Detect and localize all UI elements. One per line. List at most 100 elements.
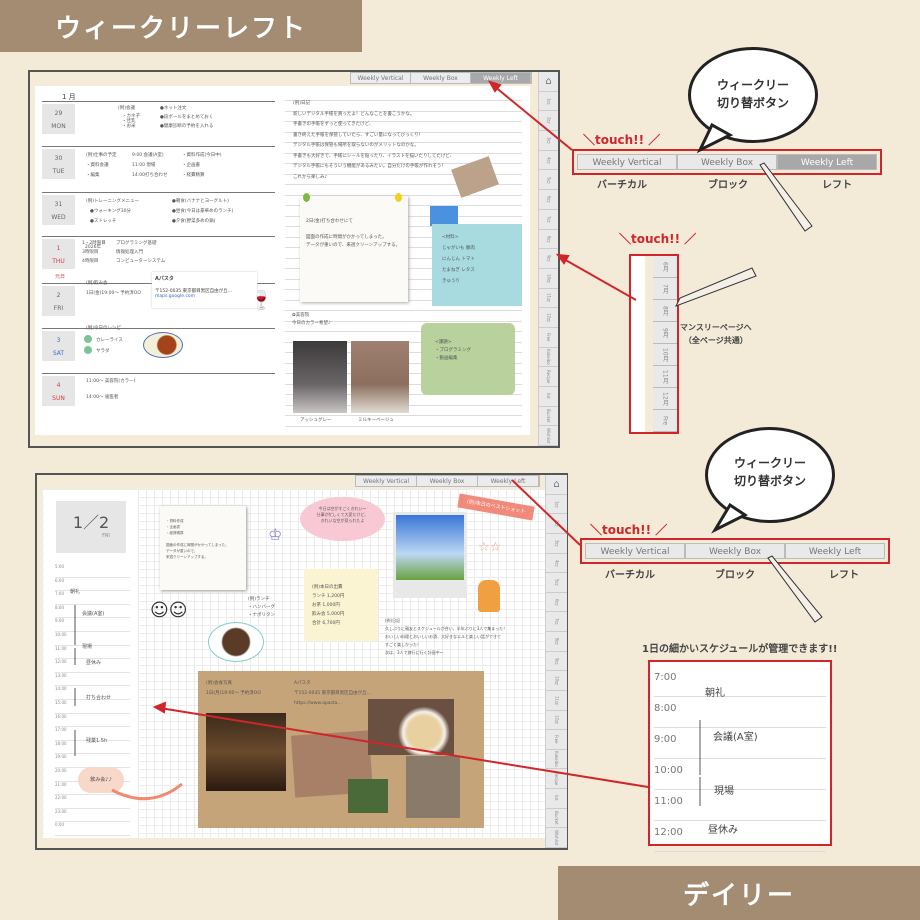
side-tab[interactable]: Recipe (539, 367, 558, 387)
side-tab[interactable]: Bucket (546, 809, 567, 829)
pencil-icon (674, 267, 757, 307)
side-tab[interactable]: 1月 (546, 495, 567, 515)
side-tab[interactable]: 11月 (539, 289, 558, 309)
day-entry: ●ウォーキング30分 (90, 209, 132, 214)
side-tab[interactable]: 7月 (546, 612, 567, 632)
zoom-time-slot: 12:00 (654, 821, 826, 852)
day-entry: ●ストレッチ (90, 219, 117, 224)
time-slot: 13:00 (55, 673, 130, 687)
tab-weekly-left[interactable]: Weekly Left (471, 73, 531, 83)
day-entry: 3時限目 (82, 250, 99, 255)
home-icon[interactable]: ⌂ (539, 72, 558, 92)
ruled-line (285, 173, 522, 175)
diary-line: 書き終えた手帳を保管していたら、すごい量になってびっくり！ (293, 132, 424, 138)
tab-weekly-vertical[interactable]: Weekly Vertical (351, 73, 411, 83)
side-tab[interactable]: 6月 (546, 593, 567, 613)
side-tab[interactable]: 7月 (539, 210, 558, 230)
side-tab[interactable]: 9月 (539, 249, 558, 269)
shopping-item: じゃがいも 豚肉 (442, 246, 475, 251)
time-slot: 7:00 (55, 591, 130, 605)
side-tab[interactable]: Recipe (546, 769, 567, 789)
tab-weekly-vertical[interactable]: Weekly Vertical (356, 476, 417, 486)
time-slot: 22:00 (55, 795, 130, 809)
side-tab[interactable]: list (546, 789, 567, 809)
side-tab[interactable]: Free (539, 328, 558, 348)
map-link[interactable]: maps.google.com (155, 294, 196, 299)
side-tab[interactable]: list (539, 387, 558, 407)
side-tab[interactable]: Bucket (539, 407, 558, 427)
side-tab[interactable]: Wishlist (539, 426, 558, 447)
ruled-line (285, 184, 522, 185)
label-left: レフト (822, 180, 852, 191)
side-tab[interactable]: 8月 (546, 632, 567, 652)
day-of-week: FRI (53, 305, 64, 312)
side-tab[interactable]: 3月 (546, 534, 567, 554)
side-tab[interactable]: 10月 (546, 671, 567, 691)
side-tab[interactable]: 11月 (546, 691, 567, 711)
day-entry: (例)会議 (118, 106, 136, 111)
side-tab[interactable]: 10月 (539, 269, 558, 289)
side-tab[interactable]: 3月 (539, 131, 558, 151)
diary-line: デジタル手帳にもそういう機能があるみたい。自分だけの手帳が作れそう！ (293, 164, 446, 169)
tab-weekly-box[interactable]: Weekly Box (417, 476, 478, 486)
day-entry: ・カネ子 (122, 114, 140, 119)
schedule-event: 会議(A室) (82, 611, 105, 617)
side-tab[interactable]: Free (546, 730, 567, 750)
board-text-2: Aパスタ 〒152-0035 東京都目黒区自由が丘… https://www.a… (294, 681, 372, 706)
photographer-illustration (478, 580, 500, 612)
zoom-event-lunch: 昼休み (708, 825, 738, 836)
ruled-line (285, 310, 522, 311)
hair-caption-2: ミルキーベージュ (358, 418, 394, 423)
side-tab[interactable]: 12月 (539, 308, 558, 328)
time-slot: 15:00 (55, 700, 130, 714)
hamburg-image (208, 622, 264, 662)
day-entry: 11:00 現場 (132, 163, 156, 168)
side-tab[interactable]: 5月 (546, 573, 567, 593)
side-tab[interactable]: Kakeibo (539, 348, 558, 368)
zoom-tab-box: Weekly Box (685, 543, 785, 559)
month-tab: 8月 (653, 300, 677, 322)
time-slot: 0:00 (55, 822, 130, 836)
side-tab[interactable]: 5月 (539, 170, 558, 191)
lunch-note: (例)ランチ ・ハンバーグ ・ナポリタン (248, 597, 275, 618)
shopping-item: きゅうり (442, 279, 460, 284)
side-tab[interactable]: Kakeibo (546, 750, 567, 770)
zoom-event-chorei: 朝礼 (705, 688, 725, 699)
ruled-line (285, 194, 522, 196)
tab-weekly-left[interactable]: Weekly Left (478, 476, 539, 486)
side-tab[interactable]: 12月 (546, 711, 567, 731)
side-tab[interactable]: 4月 (546, 554, 567, 574)
month-tab: 11月 (653, 366, 677, 388)
day-entry: 14:00～ 歯医者 (86, 395, 119, 400)
side-tab[interactable]: 4月 (539, 151, 558, 171)
side-tab[interactable]: 9月 (546, 652, 567, 672)
day-of-week: THU (52, 258, 65, 265)
side-tab[interactable]: 1月 (539, 92, 558, 112)
day-entry: ・編集 (86, 173, 100, 178)
schedule-event: 現場 (82, 644, 93, 650)
diary-line: これから楽しみ♪ (293, 174, 328, 180)
hair-photo-2 (351, 341, 409, 413)
side-tab[interactable]: 2月 (539, 111, 558, 132)
tab-weekly-box[interactable]: Weekly Box (411, 73, 471, 83)
ruled-line (285, 152, 522, 154)
map-address: 〒152-0035 東京都目黒区自由が丘… (155, 289, 233, 294)
day-of-week: SAT (52, 350, 65, 357)
side-tab[interactable]: 8月 (539, 230, 558, 250)
home-icon[interactable]: ⌂ (546, 475, 567, 495)
daily-memo-note: ・資料作成 ・企画書 ・経費精算 図面の作成に時間がかかってしまった。 データが… (160, 506, 246, 590)
sky-bubble: 今日は空がすごくきれい～ 仕事が忙しくて大変だけど、 きれいな空が見られたよ (300, 497, 385, 541)
map-card[interactable]: Aパスタ 〒152-0035 東京都目黒区自由が丘… maps.google.c… (152, 272, 257, 308)
side-tab[interactable]: Wishlist (546, 828, 567, 848)
side-tab[interactable]: 6月 (539, 190, 558, 210)
side-tab[interactable]: 2月 (546, 514, 567, 534)
board-text-1: (例)会食写真 1日(月)19:00～ 予約済OO (206, 681, 261, 696)
day-entry: 11:00～ 美容院(カラー) (86, 379, 136, 384)
day-entry: ・佳乳 (122, 119, 136, 124)
daily-banner: デイリー (558, 866, 920, 920)
shopping-note: <材料>じゃがいも 豚肉にんじん トマトたまねぎ レタスきゅうり (432, 224, 522, 306)
diary-line: 手書きの手帳をずっと使ってきたけど、 (293, 122, 374, 127)
